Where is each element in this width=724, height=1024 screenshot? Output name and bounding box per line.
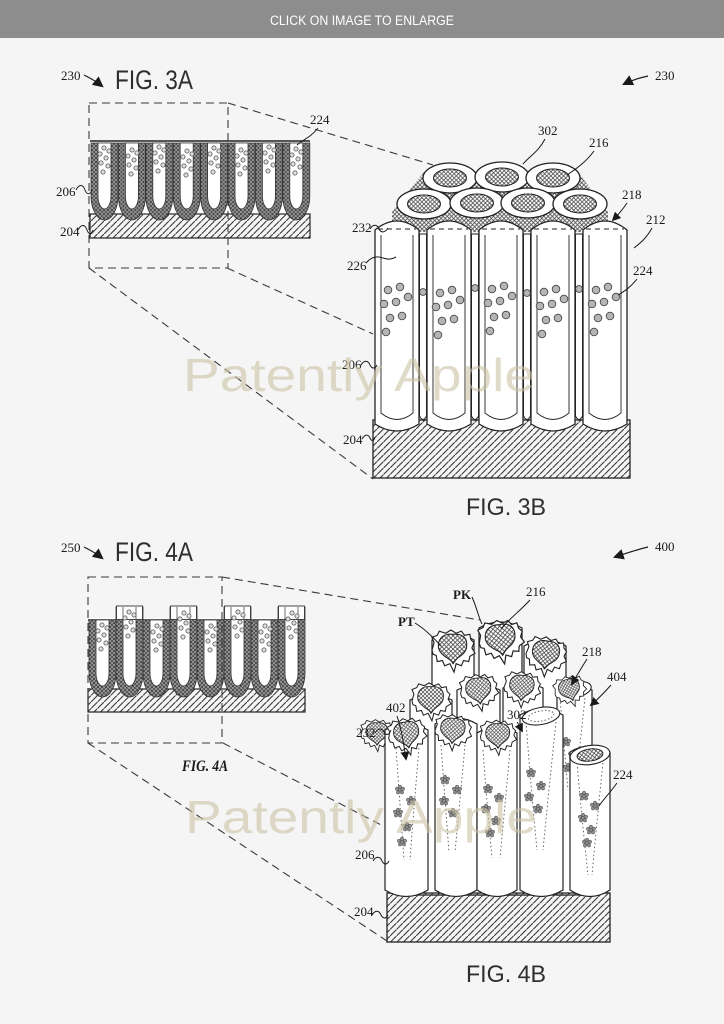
fig3b-label-232: 232 — [352, 220, 372, 235]
fig4b-label-402: 402 — [386, 700, 406, 715]
fig3a-title: FIG. 3A — [115, 65, 193, 95]
fig3b-label-226: 226 — [347, 258, 367, 273]
fig3a-zoom-box — [88, 102, 434, 480]
fig3a-label-206: 206 — [56, 184, 76, 199]
fig3a-label-204: 204 — [60, 224, 80, 239]
watermark-2: Patently Apple — [185, 791, 537, 843]
fig4b-label-224: 224 — [613, 767, 633, 782]
fig4b-callouts: PK 216 PT 218 404 402 302 232 224 206 20… — [354, 584, 633, 919]
fig3b-label-206: 206 — [342, 357, 362, 372]
fig4b-drawing — [360, 617, 611, 943]
fig3a-drawing — [89, 140, 311, 239]
fig4b-label-302: 302 — [507, 707, 527, 722]
fig3b-label-212: 212 — [646, 212, 666, 227]
fig4b-label-218: 218 — [582, 644, 602, 659]
fig3a-callouts: 224 206 204 — [56, 112, 330, 239]
fig4b-label-404: 404 — [607, 669, 627, 684]
header-bar: CLICK ON IMAGE TO ENLARGE — [0, 0, 724, 38]
watermark-1: Patently Apple — [183, 349, 535, 401]
fig3b-callouts: 302 216 218 212 224 232 226 206 204 — [342, 123, 666, 447]
fig3b-label-218: 218 — [622, 187, 642, 202]
fig4a-drawing — [87, 605, 306, 713]
fig4b-label-PT: PT — [398, 614, 415, 629]
fig-4b: 400 — [354, 539, 675, 988]
fig4a-caption: FIG. 4A — [181, 758, 228, 775]
fig3b-label-224: 224 — [633, 263, 653, 278]
fig4a-zoom-box — [87, 576, 481, 942]
fig3b-label-204: 204 — [343, 432, 363, 447]
fig3a-ref-230: 230 — [61, 68, 81, 83]
fig4b-label-PK: PK — [453, 587, 472, 602]
fig4b-label-206: 206 — [355, 847, 375, 862]
fig4a-ref-250: 250 — [61, 540, 81, 555]
fig3b-caption: FIG. 3B — [466, 494, 546, 521]
header-title: CLICK ON IMAGE TO ENLARGE — [270, 13, 454, 28]
fig3a-label-224: 224 — [310, 112, 330, 127]
fig3b-label-302: 302 — [538, 123, 558, 138]
fig4b-ref-400: 400 — [655, 539, 675, 554]
fig-3a: 230 FIG. 3A 224 206 204 — [56, 65, 434, 480]
fig4b-caption: FIG. 4B — [466, 961, 546, 988]
fig3b-ref-230: 230 — [655, 68, 675, 83]
fig4b-label-216: 216 — [526, 584, 546, 599]
fig3b-drawing — [372, 161, 631, 479]
fig3b-label-216: 216 — [589, 135, 609, 150]
fig4a-title: FIG. 4A — [115, 537, 193, 567]
fig4b-label-204: 204 — [354, 904, 374, 919]
fig-4a: 250 FIG. 4A FIG. 4A — [61, 537, 481, 942]
fig4b-substrate — [386, 892, 611, 943]
fig-3b: 230 3 — [342, 68, 675, 521]
fig4b-label-232: 232 — [356, 725, 376, 740]
